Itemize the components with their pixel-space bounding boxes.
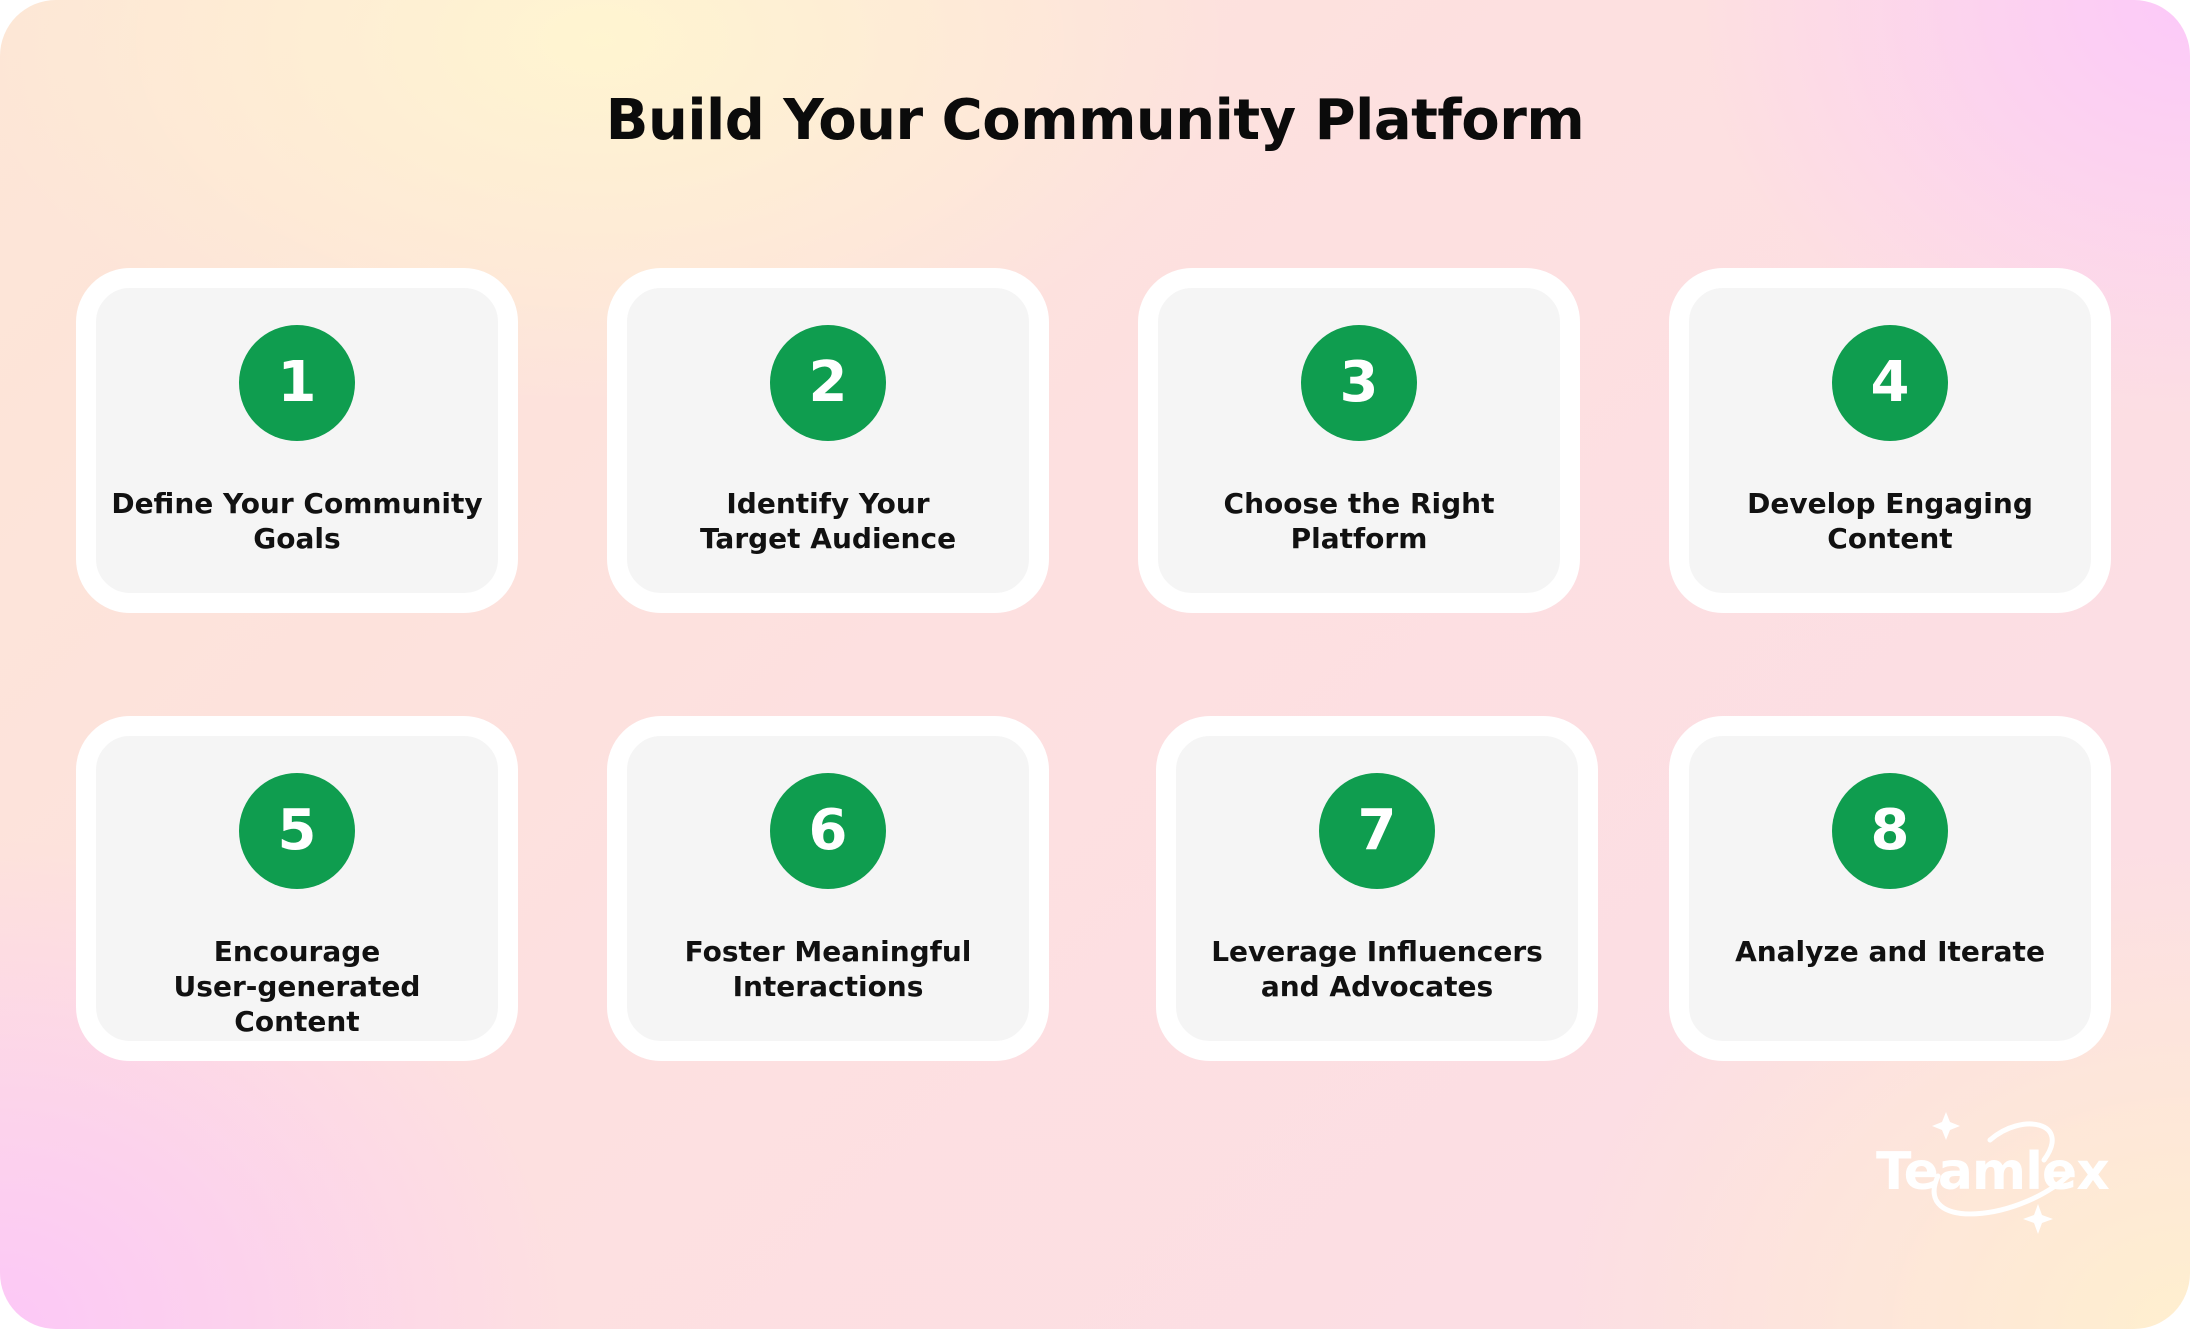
step-label-line: Content bbox=[1827, 522, 1953, 555]
step-label-line: Develop Engaging bbox=[1747, 487, 2033, 520]
step-card-7: 7 Leverage Influencers and Advocates bbox=[1156, 716, 1598, 1061]
step-card-3: 3 Choose the Right Platform bbox=[1138, 268, 1580, 613]
step-number-badge: 7 bbox=[1319, 773, 1435, 889]
step-label: Develop Engaging Content bbox=[1699, 486, 2081, 556]
step-label-line: Interactions bbox=[732, 970, 924, 1003]
step-label-line: Analyze and Iterate bbox=[1735, 935, 2045, 968]
step-label: Analyze and Iterate bbox=[1699, 934, 2081, 969]
logo-swoosh-icon bbox=[1931, 1112, 2075, 1234]
page-title: Build Your Community Platform bbox=[605, 88, 1585, 153]
step-label-line: Platform bbox=[1290, 522, 1428, 555]
step-number-badge: 5 bbox=[239, 773, 355, 889]
logo-wordmark: Teamlex bbox=[1876, 1142, 2110, 1202]
step-label: Leverage Influencers and Advocates bbox=[1186, 934, 1568, 1004]
step-card-6: 6 Foster Meaningful Interactions bbox=[607, 716, 1049, 1061]
step-number-badge: 2 bbox=[770, 325, 886, 441]
step-card-8: 8 Analyze and Iterate bbox=[1669, 716, 2111, 1061]
step-number-badge: 8 bbox=[1832, 773, 1948, 889]
step-label-line: Target Audience bbox=[699, 522, 957, 555]
step-label: Foster Meaningful Interactions bbox=[637, 934, 1019, 1004]
step-label: Define Your Community Goals bbox=[106, 486, 488, 556]
step-card-5: 5 Encourage User-generated Content bbox=[76, 716, 518, 1061]
step-label-line: Leverage Influencers bbox=[1211, 935, 1543, 968]
step-card-2: 2 Identify Your Target Audience bbox=[607, 268, 1049, 613]
step-label-line: Choose the Right bbox=[1223, 487, 1495, 520]
step-label: Encourage User-generated Content bbox=[106, 934, 488, 1039]
step-label-line: Define Your Community bbox=[111, 487, 483, 520]
step-label-line: Encourage bbox=[213, 935, 381, 968]
brand-logo: Teamlex bbox=[1872, 1112, 2122, 1242]
step-label: Choose the Right Platform bbox=[1168, 486, 1550, 556]
step-label-line: and Advocates bbox=[1260, 970, 1494, 1003]
step-label-line: Foster Meaningful bbox=[684, 935, 972, 968]
step-card-4: 4 Develop Engaging Content bbox=[1669, 268, 2111, 613]
step-number-badge: 6 bbox=[770, 773, 886, 889]
step-number-badge: 4 bbox=[1832, 325, 1948, 441]
step-card-1: 1 Define Your Community Goals bbox=[76, 268, 518, 613]
step-label: Identify Your Target Audience bbox=[637, 486, 1019, 556]
step-label-line: Goals bbox=[253, 522, 341, 555]
step-label-line: Identify Your bbox=[726, 487, 930, 520]
step-number-badge: 3 bbox=[1301, 325, 1417, 441]
step-number-badge: 1 bbox=[239, 325, 355, 441]
step-label-line: User-generated Content bbox=[173, 970, 421, 1038]
